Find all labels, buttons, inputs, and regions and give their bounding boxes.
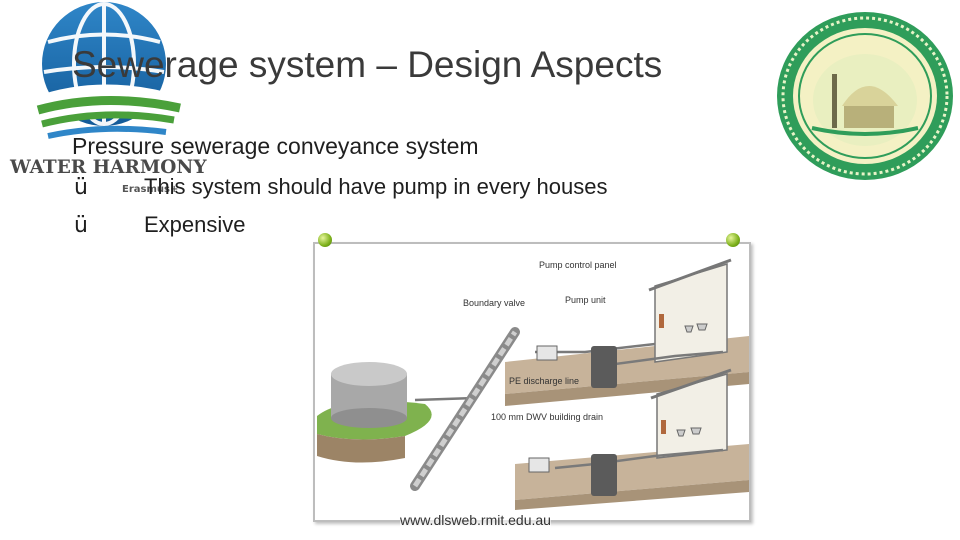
pump-unit-icon: [591, 346, 617, 388]
label-pump-unit: Pump unit: [565, 295, 606, 305]
water-harmony-logo-icon: WATER HARMONY Erasmus+: [4, 2, 214, 198]
checkmark-icon: ü: [74, 175, 88, 200]
water-harmony-wordmark: WATER HARMONY: [9, 157, 207, 178]
pump-unit-icon: [591, 454, 617, 496]
erasmus-wordmark: Erasmus+: [122, 184, 178, 195]
boundary-valve-icon: [536, 345, 558, 361]
lower-house-icon: [650, 368, 732, 459]
slide-title: Sewerage system – Design Aspects: [72, 44, 663, 85]
label-boundary-valve: Boundary valve: [463, 298, 526, 308]
label-pump-control-panel: Pump control panel: [539, 260, 617, 270]
upper-house-icon: [648, 258, 732, 363]
university-seal-icon: [772, 8, 958, 184]
pushpin-icon: [318, 233, 332, 247]
bullet-item: ü This system should have pump in every h…: [74, 174, 607, 200]
bullet-text: This system should have pump in every ho…: [144, 174, 608, 199]
label-building-drain: 100 mm DWV building drain: [491, 412, 604, 422]
bullet-item: ü Expensive: [74, 212, 246, 238]
image-credit: www.dlsweb.rmit.edu.au: [400, 512, 551, 528]
slide-subtitle: Pressure sewerage conveyance system: [72, 133, 479, 159]
label-pe-discharge-line: PE discharge line: [509, 376, 580, 386]
bullet-text: Expensive: [144, 212, 246, 237]
pressure-sewer-diagram: Pump control panel Boundary valve Pump u…: [313, 242, 751, 522]
collection-tank-icon: [317, 362, 432, 463]
pushpin-icon: [726, 233, 740, 247]
checkmark-icon: ü: [74, 213, 88, 238]
boundary-valve-icon: [528, 457, 550, 473]
